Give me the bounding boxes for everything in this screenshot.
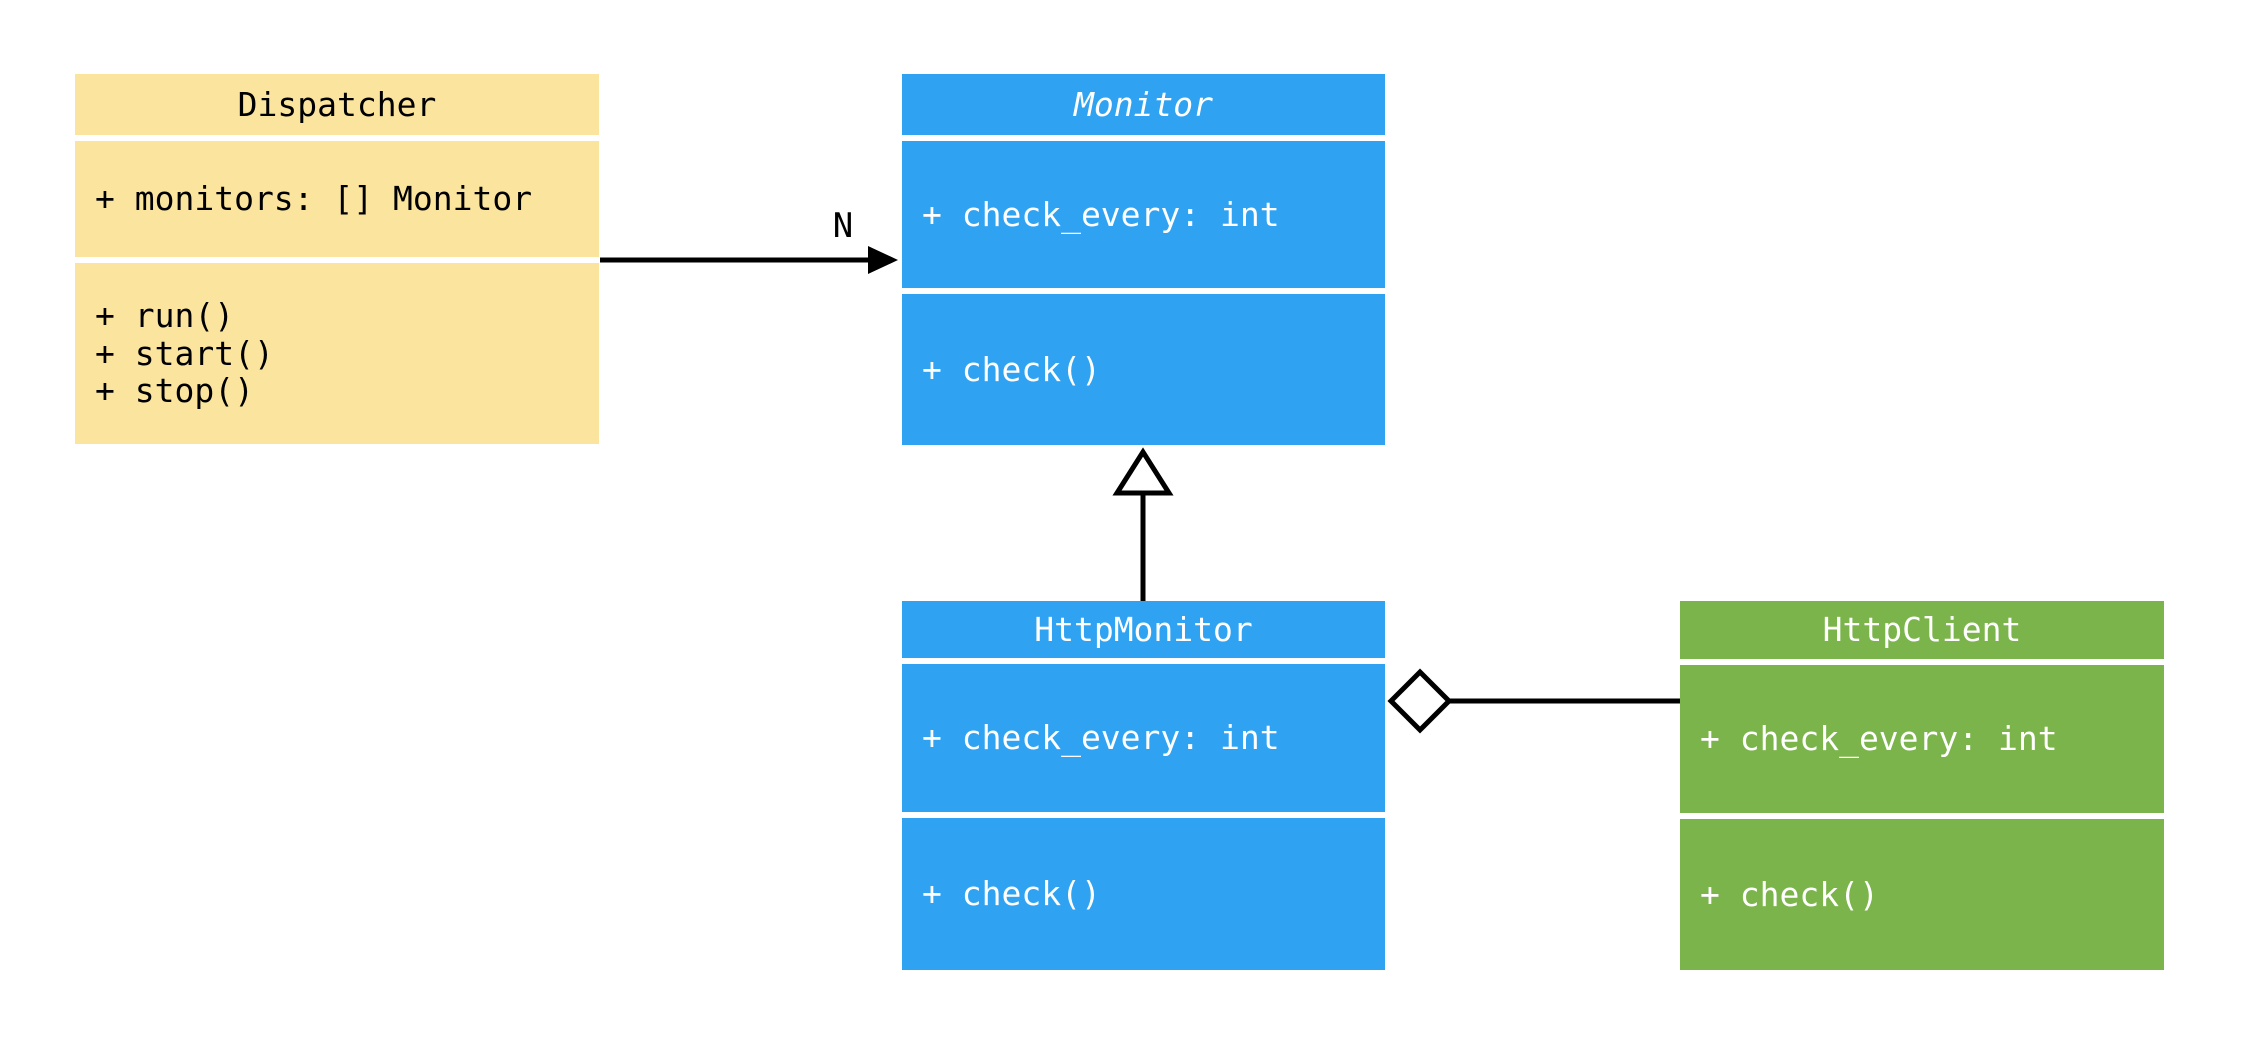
class-title-bar: HttpClient <box>1680 601 2164 659</box>
method-item: + run() <box>95 295 235 335</box>
methods-section: + run() + start() + stop() <box>75 263 599 444</box>
methods-section: + check() <box>1680 819 2164 970</box>
method-item: + check() <box>922 349 1101 389</box>
attributes-section: + check_every: int <box>902 664 1385 812</box>
attribute-item: + check_every: int <box>922 718 1280 758</box>
class-title-bar: HttpMonitor <box>902 601 1385 658</box>
class-box-httpmonitor: HttpMonitor + check_every: int + check() <box>902 601 1385 970</box>
method-item: + check() <box>922 874 1101 914</box>
association-arrowhead <box>868 246 898 274</box>
class-name: HttpMonitor <box>1034 609 1253 649</box>
class-title-bar: Dispatcher <box>75 74 599 135</box>
class-name: Monitor <box>1073 84 1214 124</box>
multiplicity-label: N <box>832 206 854 246</box>
class-name: HttpClient <box>1822 610 2022 650</box>
attribute-item: + check_every: int <box>922 194 1280 234</box>
association-edge <box>600 246 898 274</box>
attribute-item: + check_every: int <box>1700 719 2058 759</box>
class-box-httpclient: HttpClient + check_every: int + check() <box>1680 601 2164 970</box>
inheritance-edge <box>1112 447 1174 601</box>
class-name: Dispatcher <box>237 84 437 124</box>
class-title-bar: Monitor <box>902 74 1385 135</box>
method-item: + start() <box>95 333 274 373</box>
method-item: + stop() <box>95 371 254 411</box>
method-item: + check() <box>1700 874 1879 914</box>
aggregation-edge <box>1387 668 1680 734</box>
attributes-section: + check_every: int <box>1680 665 2164 813</box>
class-box-dispatcher: Dispatcher + monitors: [] Monitor + run(… <box>75 74 599 444</box>
methods-section: + check() <box>902 818 1385 970</box>
attributes-section: + monitors: [] Monitor <box>75 141 599 257</box>
methods-section: + check() <box>902 294 1385 445</box>
inheritance-triangle <box>1112 447 1174 496</box>
attributes-section: + check_every: int <box>902 141 1385 288</box>
aggregation-diamond <box>1387 668 1453 734</box>
class-box-monitor: Monitor + check_every: int + check() <box>902 74 1385 445</box>
attribute-item: + monitors: [] Monitor <box>95 179 533 219</box>
